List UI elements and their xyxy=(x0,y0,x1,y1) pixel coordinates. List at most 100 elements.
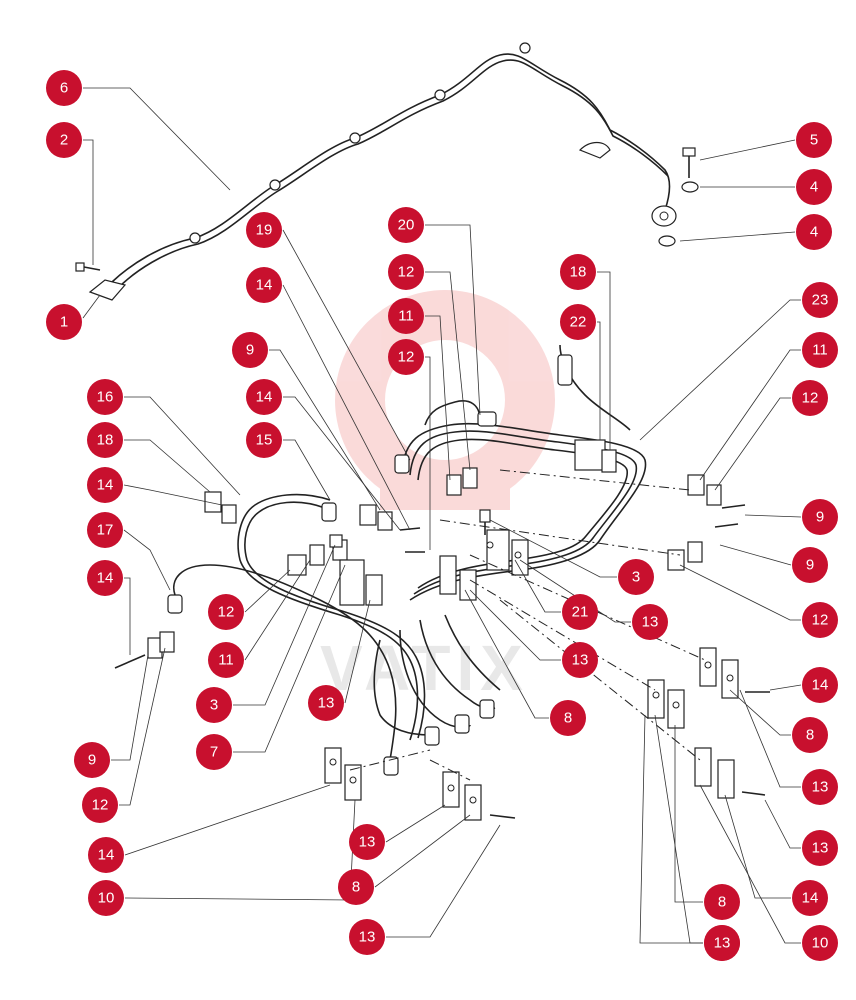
callout-circle xyxy=(87,467,123,503)
callout-3: 3 xyxy=(618,559,654,595)
callout-circle xyxy=(802,925,838,961)
callout-19: 19 xyxy=(246,212,282,248)
leader-line xyxy=(244,569,291,613)
callout-circle xyxy=(196,687,232,723)
callout-14: 14 xyxy=(802,667,838,703)
assembly-lines xyxy=(349,469,706,781)
callout-number: 7 xyxy=(210,744,218,761)
callout-12: 12 xyxy=(802,602,838,638)
leader-line xyxy=(233,544,336,706)
callout-circle xyxy=(87,422,123,458)
callout-13: 13 xyxy=(632,604,668,640)
callout-number: 13 xyxy=(812,779,829,796)
callout-number: 22 xyxy=(570,314,587,331)
callout-circle xyxy=(88,880,124,916)
leader-line xyxy=(425,315,451,481)
callout-number: 9 xyxy=(88,752,96,769)
callout-circle xyxy=(388,207,424,243)
leader-line xyxy=(233,564,346,753)
callout-number: 12 xyxy=(92,797,109,814)
callout-circle xyxy=(87,560,123,596)
callout-2: 2 xyxy=(46,122,82,158)
callout-number: 14 xyxy=(97,477,114,494)
callout-circle xyxy=(349,919,385,955)
leader-line xyxy=(699,784,801,944)
callout-9: 9 xyxy=(792,547,828,583)
callout-11: 11 xyxy=(208,642,244,678)
callout-number: 16 xyxy=(97,389,114,406)
leader-line xyxy=(769,684,802,691)
callout-circle xyxy=(87,512,123,548)
callout-circle xyxy=(349,824,385,860)
callout-13: 13 xyxy=(802,830,838,866)
callout-14: 14 xyxy=(246,267,282,303)
callout-circle xyxy=(632,604,668,640)
leader-line xyxy=(344,599,371,704)
leader-line xyxy=(744,514,802,518)
leader-line xyxy=(425,271,471,471)
callout-number: 6 xyxy=(60,80,68,97)
callout-number: 10 xyxy=(812,935,829,952)
callout-12: 12 xyxy=(82,787,118,823)
callout-circle xyxy=(792,380,828,416)
callout-number: 14 xyxy=(98,847,115,864)
callout-number: 4 xyxy=(810,179,818,196)
callout-number: 12 xyxy=(802,390,819,407)
leader-line xyxy=(385,804,446,843)
callout-23: 23 xyxy=(802,282,838,318)
leader-line xyxy=(764,799,801,849)
callout-number: 5 xyxy=(810,132,818,149)
leader-line xyxy=(674,725,703,903)
callout-7: 7 xyxy=(196,734,232,770)
callout-number: 18 xyxy=(97,432,114,449)
callout-number: 10 xyxy=(98,890,115,907)
leader-line xyxy=(83,139,94,265)
callout-circle xyxy=(208,594,244,630)
callout-circle xyxy=(802,499,838,535)
callout-circle xyxy=(792,547,828,583)
callout-circle xyxy=(246,267,282,303)
callout-1: 1 xyxy=(46,304,82,340)
callout-3: 3 xyxy=(196,687,232,723)
leader-line xyxy=(374,814,471,888)
leader-line xyxy=(269,349,381,511)
callout-circle xyxy=(88,837,124,873)
callout-circle xyxy=(802,332,838,368)
callout-circle xyxy=(46,304,82,340)
callout-8: 8 xyxy=(704,884,740,920)
callout-21: 21 xyxy=(562,594,598,630)
callout-number: 3 xyxy=(632,569,640,586)
leader-line xyxy=(519,559,631,623)
callout-circle xyxy=(796,122,832,158)
callout-10: 10 xyxy=(88,880,124,916)
callout-14: 14 xyxy=(87,560,123,596)
callout-10: 10 xyxy=(802,925,838,961)
callout-number: 13 xyxy=(714,935,731,952)
leader-line xyxy=(282,229,411,461)
callout-20: 20 xyxy=(388,207,424,243)
callout-circle xyxy=(388,298,424,334)
callout-circle xyxy=(246,212,282,248)
callout-number: 13 xyxy=(642,614,659,631)
leader-line xyxy=(425,224,481,416)
callout-12: 12 xyxy=(388,254,424,290)
callout-number: 11 xyxy=(218,652,234,669)
callout-circle xyxy=(232,332,268,368)
callout-circle xyxy=(46,70,82,106)
callout-13: 13 xyxy=(562,642,598,678)
callout-9: 9 xyxy=(74,742,110,778)
callout-circle xyxy=(796,169,832,205)
callout-number: 12 xyxy=(812,612,829,629)
callout-13: 13 xyxy=(349,824,385,860)
callout-circle xyxy=(802,667,838,703)
leader-lines xyxy=(82,87,802,944)
leader-line xyxy=(597,321,601,440)
callout-14: 14 xyxy=(246,379,282,415)
callout-circle xyxy=(87,379,123,415)
callout-circle xyxy=(46,122,82,158)
callout-13: 13 xyxy=(349,919,385,955)
callout-12: 12 xyxy=(208,594,244,630)
callout-circle xyxy=(562,594,598,630)
